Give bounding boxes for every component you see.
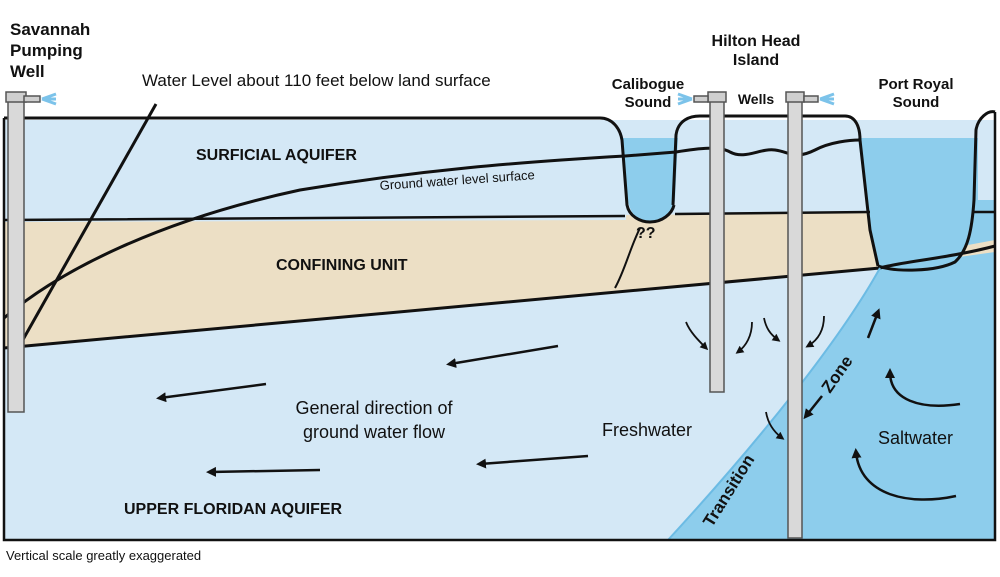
flow-arrow-1 bbox=[446, 344, 559, 368]
hilton-head-label-1: Hilton Head bbox=[712, 33, 801, 50]
port-royal-label-2: Sound bbox=[893, 94, 940, 111]
wells-label: Wells bbox=[738, 91, 775, 107]
hilton-head-label-2: Island bbox=[733, 52, 779, 69]
surficial-aquifer-mainland bbox=[4, 120, 626, 222]
port-royal-right-outline bbox=[877, 110, 996, 272]
savannah-well-spout bbox=[23, 95, 41, 103]
savannah-label-2: Pumping bbox=[10, 41, 83, 60]
saltwater-arrow-1 bbox=[885, 368, 961, 407]
zone-arrow-bottom bbox=[803, 395, 823, 420]
confining-unit-layer bbox=[4, 212, 995, 348]
water-level-label: Water Level about 110 feet below land su… bbox=[142, 71, 491, 90]
question-marks-label: ?? bbox=[636, 225, 656, 242]
hilton-head-well-1-spray-icon bbox=[677, 92, 693, 106]
saltwater-arrow-2 bbox=[851, 448, 957, 501]
converge-arrow-1 bbox=[685, 321, 709, 351]
calibogue-sound-water bbox=[622, 138, 678, 222]
converge-arrow-3 bbox=[763, 317, 781, 342]
port-royal-label-1: Port Royal bbox=[878, 76, 953, 93]
savannah-well-head bbox=[5, 91, 27, 103]
vertical-scale-footnote: Vertical scale greatly exaggerated bbox=[6, 548, 201, 563]
confining-unit-bottom-line bbox=[3, 244, 996, 350]
saltwater-label: Saltwater bbox=[878, 428, 953, 448]
upper-floridan-aquifer-label: UPPER FLORIDAN AQUIFER bbox=[124, 501, 343, 518]
zone-arrow-top bbox=[866, 308, 881, 339]
calibogue-label-1: Calibogue bbox=[612, 76, 685, 93]
savannah-well-casing bbox=[7, 99, 25, 413]
flow-arrow-4 bbox=[206, 466, 321, 477]
converge-arrow-5 bbox=[765, 411, 785, 440]
savannah-label-3: Well bbox=[10, 62, 45, 81]
general-direction-label-1: General direction of bbox=[295, 398, 453, 418]
saltwater-zone bbox=[668, 240, 995, 540]
hilton-head-island-outline bbox=[671, 114, 880, 267]
diagram-frame bbox=[2, 112, 997, 542]
hilton-head-well-2-casing bbox=[787, 99, 803, 539]
calibogue-interface-line bbox=[614, 227, 641, 289]
savannah-well-spray-icon bbox=[41, 92, 57, 106]
water-level-line bbox=[14, 103, 158, 353]
port-royal-sound-water bbox=[858, 138, 978, 270]
hilton-head-well-1-head bbox=[707, 91, 727, 103]
confining-unit-top-line bbox=[3, 210, 995, 222]
savannah-label-1: Savannah bbox=[10, 20, 90, 39]
hilton-head-well-2-spout bbox=[803, 95, 819, 103]
mainland-top-outline bbox=[4, 116, 676, 224]
converge-arrow-2 bbox=[735, 321, 753, 354]
freshwater-label: Freshwater bbox=[602, 420, 692, 440]
hilton-head-well-1-casing bbox=[709, 99, 725, 393]
surficial-aquifer-label: SURFICIAL AQUIFER bbox=[196, 147, 357, 164]
calibogue-label-2: Sound bbox=[625, 94, 672, 111]
flow-arrow-3 bbox=[476, 454, 589, 469]
general-direction-label-2: ground water flow bbox=[303, 422, 446, 442]
hilton-head-well-2-spray-icon bbox=[819, 92, 835, 106]
confining-unit-label: CONFINING UNIT bbox=[276, 257, 408, 274]
hilton-head-well-2-head bbox=[785, 91, 805, 103]
flow-arrow-2 bbox=[156, 382, 267, 403]
hilton-head-well-1-spout bbox=[693, 95, 709, 103]
converge-arrow-4 bbox=[805, 315, 825, 348]
